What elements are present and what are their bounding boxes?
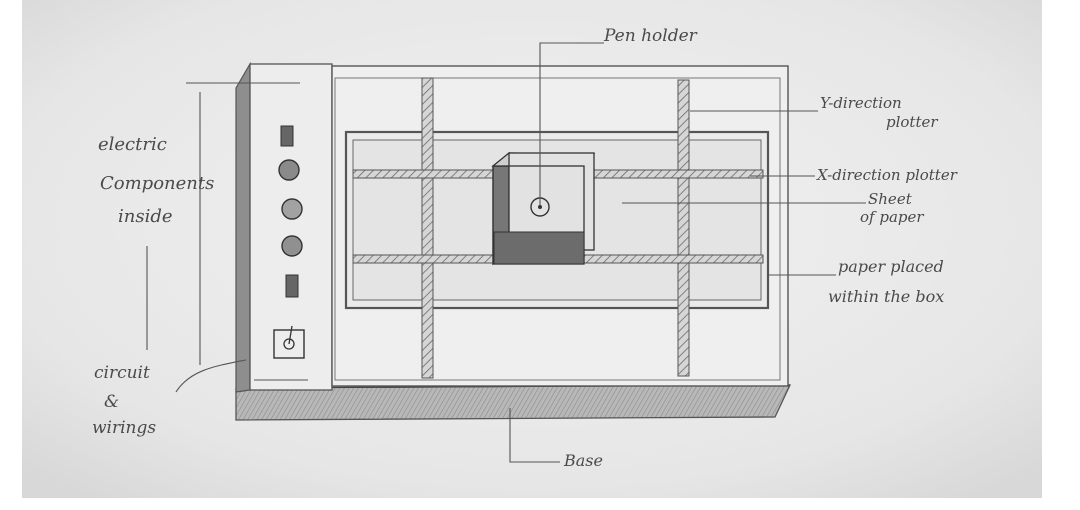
label-base: Base — [563, 451, 603, 470]
svg-text:inside: inside — [118, 206, 173, 227]
pen-holder-cube — [493, 153, 594, 264]
label-x-direction: X-direction plotter — [816, 166, 958, 184]
svg-text:&: & — [104, 392, 119, 412]
svg-text:within the box: within the box — [828, 287, 944, 306]
knob-1 — [279, 160, 299, 180]
toggle-switch-bottom — [286, 275, 298, 297]
svg-text:plotter: plotter — [886, 113, 938, 131]
svg-text:of paper: of paper — [860, 208, 924, 226]
label-pen-holder: Pen holder — [603, 26, 698, 46]
svg-text:paper placed: paper placed — [838, 257, 944, 276]
svg-text:circuit: circuit — [94, 363, 150, 383]
svg-text:electric: electric — [98, 134, 167, 155]
svg-text:Components: Components — [100, 173, 214, 194]
toggle-switch-top — [281, 126, 293, 146]
svg-text:Sheet: Sheet — [868, 190, 913, 208]
control-panel — [236, 64, 332, 392]
knob-2 — [282, 199, 302, 219]
svg-text:wirings: wirings — [92, 418, 156, 438]
knob-3 — [282, 236, 302, 256]
svg-text:Y-direction: Y-direction — [820, 94, 902, 112]
